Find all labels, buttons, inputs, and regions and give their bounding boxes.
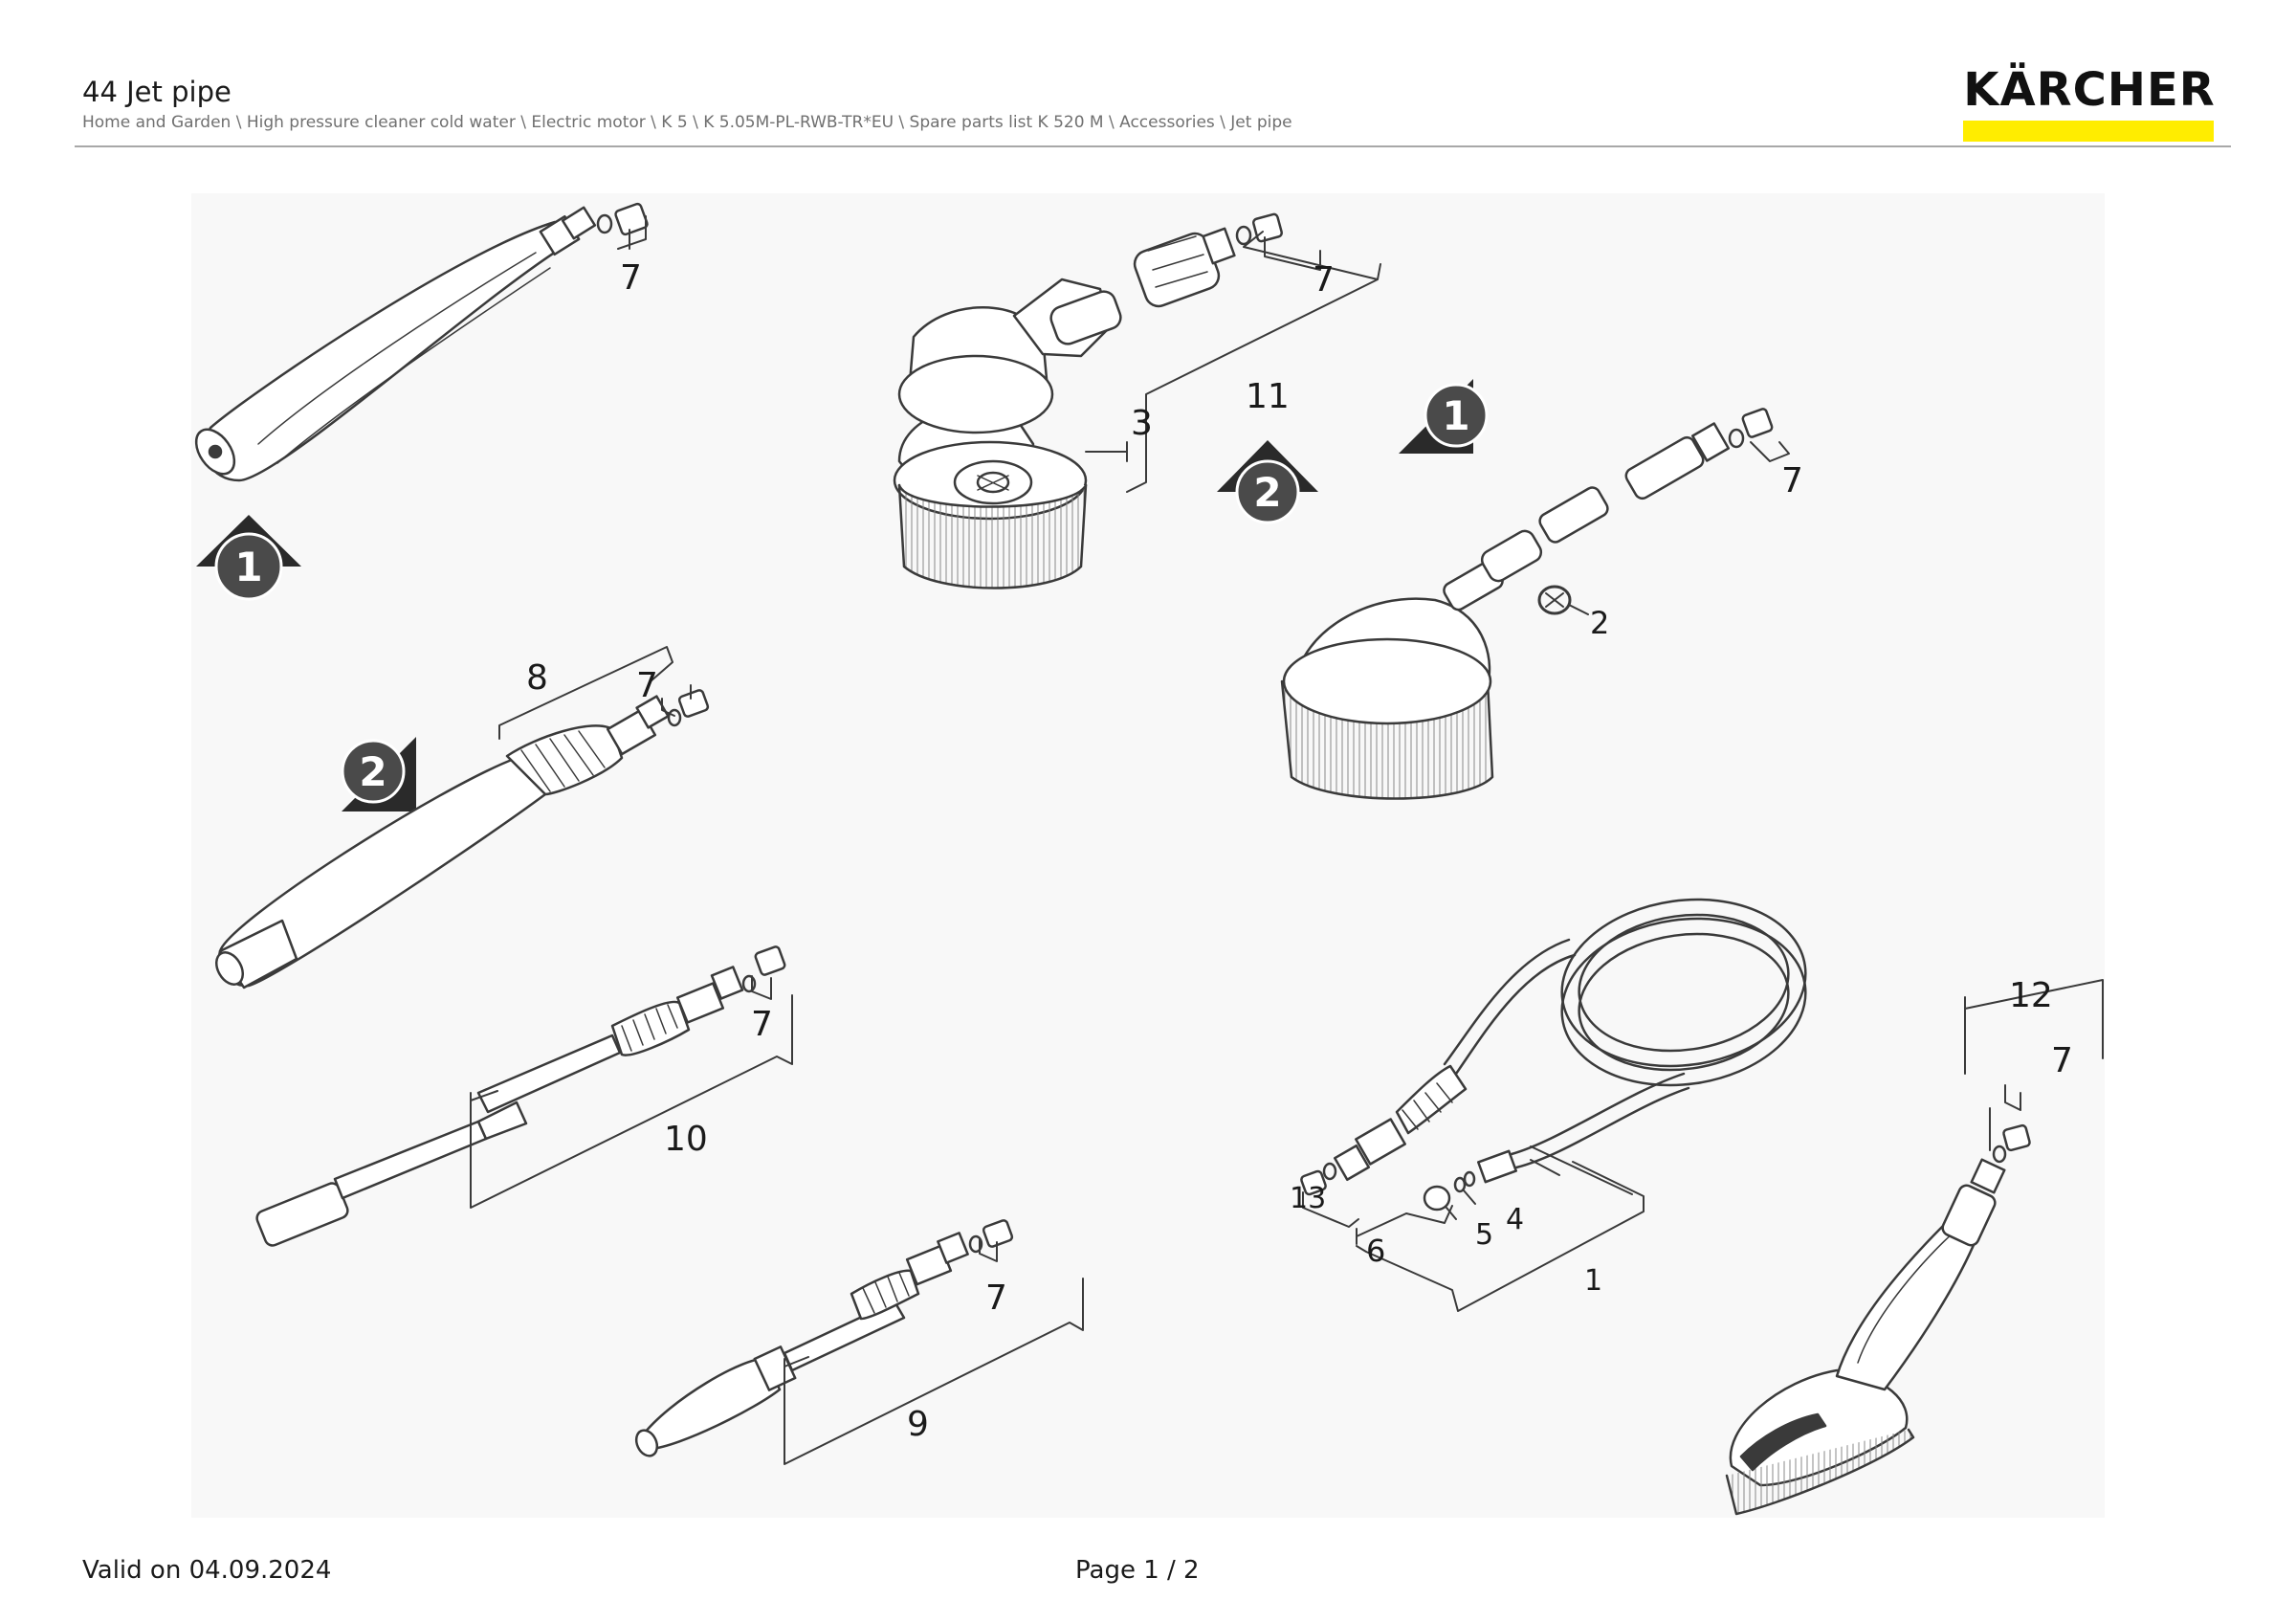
- part-number-9: 9: [907, 1405, 929, 1444]
- hose-coupling: [1300, 1064, 1517, 1212]
- leader-10: [470, 994, 793, 1209]
- leader-8: [498, 646, 673, 740]
- breadcrumb: Home and Garden \ High pressure cleaner …: [82, 113, 1292, 132]
- spray-lance-10: [255, 945, 786, 1247]
- leader-7b: [1264, 236, 1321, 271]
- valid-on-date: Valid on 04.09.2024: [82, 1556, 332, 1585]
- marker-1-left-label: 1: [234, 544, 262, 590]
- leader-11: [1126, 231, 1381, 493]
- leader-7g: [2004, 1084, 2021, 1111]
- diagram-canvas: 1 2 1 2 7 11 3 7 7 2 8 7 7 10 7 9 13 5 4…: [194, 202, 2104, 1516]
- page-header: 44 Jet pipe Home and Garden \ High press…: [82, 75, 2225, 132]
- leader-7c: [1750, 441, 1790, 462]
- part-number-7-nozzle-9: 7: [985, 1278, 1007, 1318]
- part-number-7-lance-10: 7: [751, 1005, 773, 1044]
- leader-3: [1085, 441, 1128, 462]
- rotating-wash-brush: [893, 212, 1284, 589]
- jet-pipe-middle: [215, 689, 710, 989]
- rotary-nozzle-9: [634, 1219, 1014, 1457]
- part-number-8: 8: [526, 658, 548, 698]
- header-divider: [75, 145, 2231, 147]
- leader-7d: [661, 684, 692, 717]
- leader-7a: [617, 215, 647, 250]
- part-number-1: 1: [1584, 1264, 1602, 1298]
- marker-arrow-2-center: [1217, 440, 1318, 524]
- exploded-parts-diagram: 1 2 1 2 7 11 3 7 7 2 8 7 7 10 7 9 13 5 4…: [191, 193, 2105, 1518]
- part-number-7-top-left: 7: [620, 258, 642, 298]
- part-number-7-top-center: 7: [1313, 260, 1335, 300]
- marker-2-center-label: 2: [1253, 469, 1281, 516]
- part-number-3: 3: [1131, 404, 1153, 443]
- logo-yellow-bar: [1963, 121, 2214, 142]
- part-number-6: 6: [1366, 1233, 1385, 1269]
- part-number-2: 2: [1590, 605, 1609, 641]
- part-number-13: 13: [1290, 1182, 1326, 1215]
- logo-wordmark: KÄRCHER: [1963, 63, 2216, 117]
- leader-7f: [979, 1237, 998, 1262]
- jet-pipe-top-left: [194, 202, 649, 482]
- part-number-4: 4: [1506, 1203, 1524, 1236]
- leader-7e: [751, 975, 772, 1000]
- leader-13: [1302, 1191, 1359, 1228]
- part-number-7-right-brush: 7: [1781, 461, 1803, 500]
- leader-1: [1356, 1145, 1645, 1312]
- part-number-12: 12: [2009, 976, 2053, 1015]
- round-wash-brush: [1280, 408, 1774, 800]
- marker-arrow-1-right: [1399, 379, 1489, 454]
- part-number-10: 10: [664, 1120, 708, 1159]
- leader-5-4: [1446, 1189, 1476, 1220]
- page-indicator: Page 1 / 2: [1075, 1556, 1200, 1585]
- wash-brush-12: [1725, 1123, 2031, 1516]
- leader-2: [1568, 604, 1589, 615]
- marker-1-right-label: 1: [1442, 392, 1469, 439]
- marker-arrow-1-left: [196, 515, 301, 601]
- leader-6: [1356, 1205, 1453, 1245]
- marker-arrow-2-left: [341, 737, 416, 812]
- leader-9: [784, 1278, 1084, 1465]
- part-number-11: 11: [1246, 377, 1290, 416]
- marker-2-left-label: 2: [359, 748, 386, 795]
- hose-assembly: [1443, 898, 1807, 1169]
- leader-12: [1964, 979, 2104, 1151]
- part-number-7-brush-12: 7: [2051, 1041, 2073, 1080]
- karcher-logo: KÄRCHER: [1963, 61, 2216, 142]
- part-number-7-middle: 7: [636, 666, 658, 705]
- part-number-5: 5: [1475, 1218, 1493, 1252]
- page-title: 44 Jet pipe: [82, 76, 232, 108]
